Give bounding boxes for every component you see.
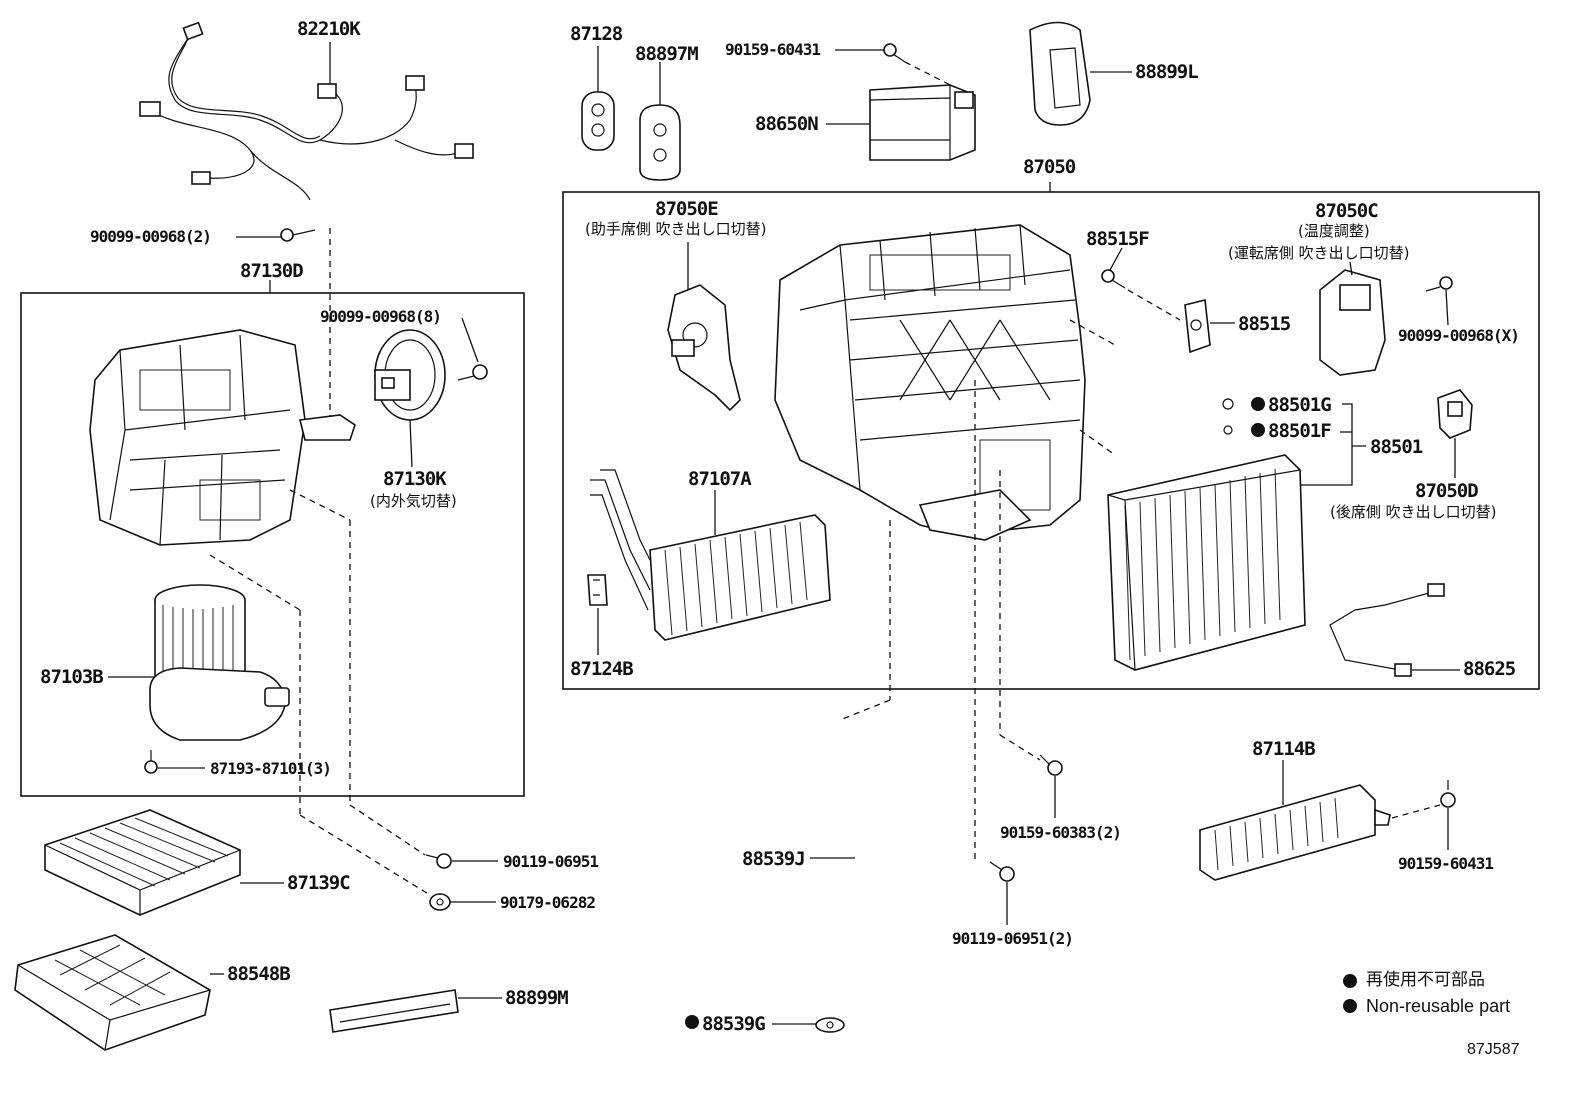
heater-core-87107A xyxy=(590,469,831,641)
label-87193-87101-3: 87193-87101(3) xyxy=(210,759,332,778)
strip-88899M xyxy=(329,989,502,1033)
screw-90099-00968-8 xyxy=(457,317,488,381)
label-90099-00968-X: 90099-00968(X) xyxy=(1398,326,1520,345)
label-87130K: 87130K xyxy=(383,468,447,490)
actuator-87050C xyxy=(1319,261,1386,376)
hvac-unit-87050 xyxy=(774,224,1116,860)
label-88501G: 88501G xyxy=(1268,394,1332,416)
label-88625: 88625 xyxy=(1463,658,1516,680)
expansion-valve-88515 xyxy=(1184,299,1235,354)
label-88650N: 88650N xyxy=(755,113,819,135)
label-88515: 88515 xyxy=(1238,313,1291,335)
label-87050D: 87050D xyxy=(1415,480,1479,502)
label-88501: 88501 xyxy=(1370,436,1423,458)
legend-en: Non-reusable part xyxy=(1366,996,1511,1016)
note-87130K: (内外気切替) xyxy=(370,492,457,510)
bolt-90159-60383-2 xyxy=(1039,754,1063,818)
label-87114B: 87114B xyxy=(1252,738,1316,760)
note-87050E: (助手席側 吹き出し口切替) xyxy=(585,220,767,238)
bracket-87124B xyxy=(587,574,608,655)
bolt-90159-60431-top xyxy=(835,43,961,91)
evaporator-88501 xyxy=(1107,454,1306,671)
label-90099-00968-8: 90099-00968(8) xyxy=(320,307,442,326)
actuator-87130K xyxy=(374,329,446,468)
wire-harness-82210K xyxy=(139,21,474,201)
box-87050 xyxy=(562,191,1540,690)
label-87139C: 87139C xyxy=(287,872,351,894)
grommet-88897M xyxy=(639,62,681,181)
label-90159-60431-top: 90159-60431 xyxy=(725,40,821,59)
grommet-88539G xyxy=(685,1015,845,1033)
sensor-88625 xyxy=(1329,583,1460,677)
blower-case-87130D xyxy=(89,329,431,896)
bolt-90119-06951 xyxy=(425,853,498,869)
drain-hose-88539J xyxy=(810,715,871,1005)
o-ring-88501F xyxy=(1223,423,1265,437)
box-87130D xyxy=(20,292,525,797)
label-88539J: 88539J xyxy=(742,848,806,870)
actuator-87050D xyxy=(1437,389,1473,478)
bolt-90159-60431-right xyxy=(1440,780,1456,850)
label-88897M: 88897M xyxy=(635,43,699,65)
label-88501F: 88501F xyxy=(1268,420,1332,442)
ecu-88650N xyxy=(826,84,976,161)
label-88539G: 88539G xyxy=(702,1013,766,1035)
label-90119-06951: 90119-06951 xyxy=(503,852,599,871)
screw-90099-00968-X xyxy=(1425,276,1453,326)
note-87050D: (後席側 吹き出し口切替) xyxy=(1330,503,1497,521)
label-82210K: 82210K xyxy=(297,18,361,40)
grommet-87128 xyxy=(581,46,615,151)
bolt-88515F xyxy=(1101,247,1181,321)
screw-90099-00968-2 xyxy=(236,228,331,440)
label-88515F: 88515F xyxy=(1086,228,1150,250)
heater-87114B xyxy=(1199,760,1441,881)
label-90179-06282: 90179-06282 xyxy=(500,893,596,912)
note-87050C-temp: (温度調整) xyxy=(1298,222,1370,240)
tray-88548B xyxy=(14,934,224,1051)
label-90159-60383-2: 90159-60383(2) xyxy=(1000,823,1122,842)
legend-jp: 再使用不可部品 xyxy=(1366,970,1485,990)
label-87103B: 87103B xyxy=(40,666,104,688)
label-87128: 87128 xyxy=(570,23,623,45)
label-90099-00968-2: 90099-00968(2) xyxy=(90,227,212,246)
label-87124B: 87124B xyxy=(570,658,634,680)
blower-motor-87103B xyxy=(108,584,290,741)
label-87107A: 87107A xyxy=(688,468,752,490)
label-90119-06951-2: 90119-06951(2) xyxy=(952,929,1074,948)
clip-90179-06282 xyxy=(429,893,496,911)
label-87050: 87050 xyxy=(1023,156,1076,178)
label-88899L: 88899L xyxy=(1135,61,1199,83)
label-88548B: 88548B xyxy=(227,963,291,985)
bolt-90119-06951-2 xyxy=(989,861,1015,925)
label-87050C: 87050C xyxy=(1315,200,1379,222)
label-88899M: 88899M xyxy=(505,987,569,1009)
o-ring-88501G xyxy=(1222,397,1265,411)
actuator-87050E xyxy=(667,242,741,412)
duct-88899L xyxy=(1029,21,1132,126)
label-87050E: 87050E xyxy=(655,198,719,220)
filter-87139C xyxy=(44,809,284,916)
label-87130D: 87130D xyxy=(240,260,304,282)
screw-87193-87101-3 xyxy=(144,750,205,774)
label-90159-60431-right: 90159-60431 xyxy=(1398,854,1494,873)
note-87050C-driver: (運転席側 吹き出し口切替) xyxy=(1228,244,1410,262)
diagram-reference: 87J587 xyxy=(1467,1041,1520,1058)
